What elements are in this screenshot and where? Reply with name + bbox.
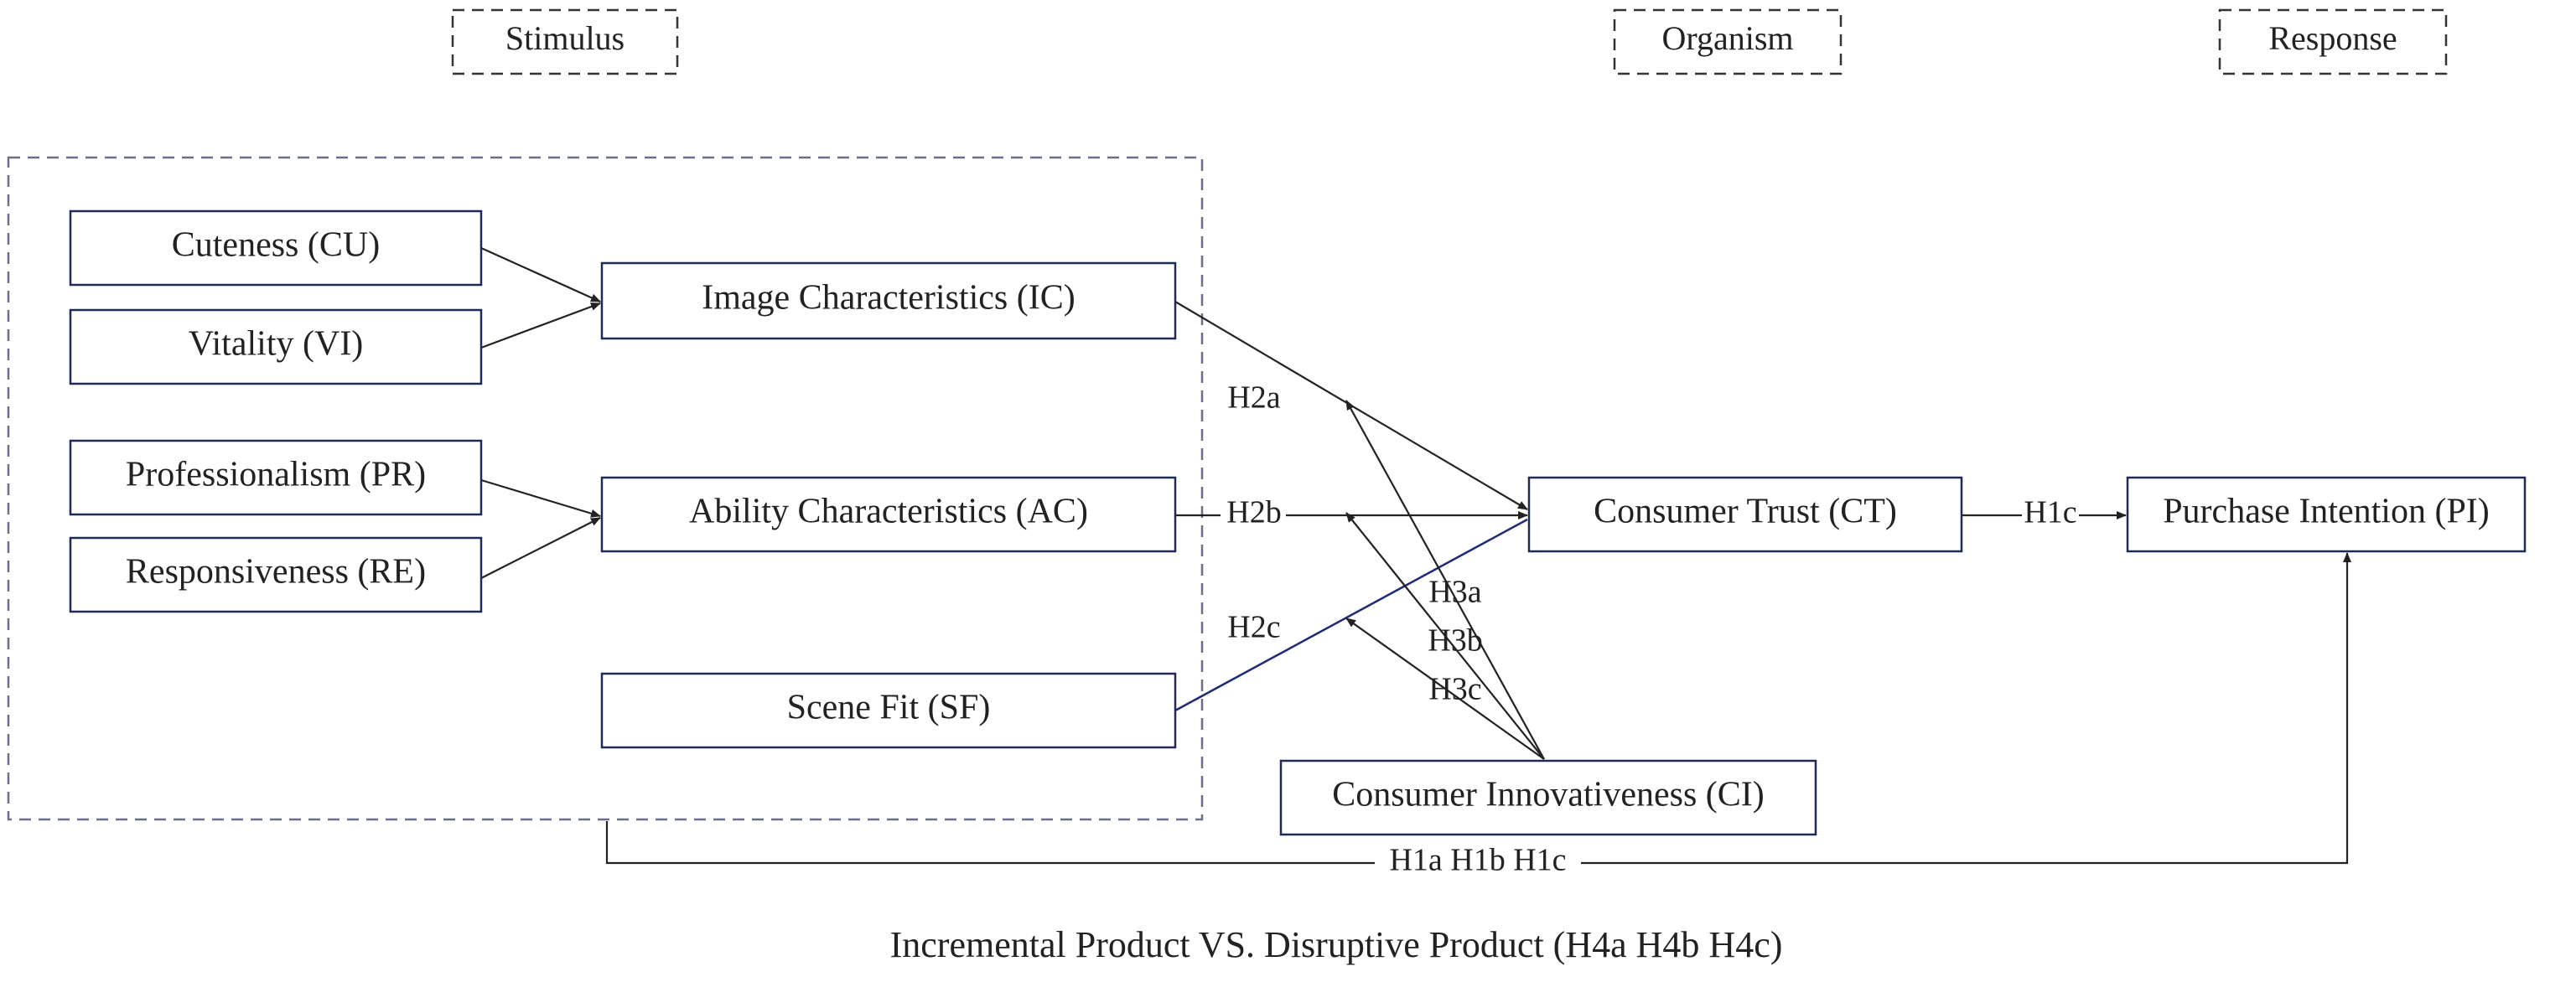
stimulus-frame	[7, 156, 1204, 821]
node-vitality: Vitality (VI)	[69, 308, 483, 385]
node-consumer-innovativeness: Consumer Innovativeness (CI)	[1279, 759, 1817, 836]
node-professionalism: Professionalism (PR)	[69, 439, 483, 516]
arrow-re-ac	[480, 517, 601, 579]
arrow-ci-h2c	[1345, 618, 1545, 760]
arrow-pr-ac	[480, 478, 601, 518]
hypothesis-h3b: H3b	[1428, 623, 1482, 659]
hypothesis-h2b: H2b	[1226, 495, 1281, 530]
hypothesis-h2a: H2a	[1227, 380, 1280, 416]
hypothesis-h2c: H2c	[1227, 610, 1280, 645]
stage-response: Response	[2218, 8, 2448, 75]
arrow-ci-h2a	[1345, 400, 1545, 760]
node-ci-label: Consumer Innovativeness (CI)	[1332, 776, 1765, 814]
arrow-vi-ic	[480, 302, 601, 349]
moderator-caption: Incremental Product VS. Disruptive Produ…	[890, 924, 1783, 965]
node-scene-fit: Scene Fit (SF)	[600, 672, 1177, 749]
hypothesis-h3a: H3a	[1428, 575, 1481, 610]
hypothesis-h1c: H1c	[2024, 495, 2076, 530]
node-professionalism-label: Professionalism (PR)	[126, 456, 426, 494]
stage-stimulus: Stimulus	[451, 8, 679, 75]
arrow-direct-pi	[1581, 552, 2351, 865]
node-vitality-label: Vitality (VI)	[189, 325, 364, 364]
line-sf-ct	[1174, 518, 1528, 712]
node-ct-label: Consumer Trust (CT)	[1594, 493, 1897, 531]
node-pi-label: Purchase Intention (PI)	[2163, 493, 2490, 531]
line-direct-left	[605, 821, 1375, 865]
stage-organism: Organism	[1613, 8, 1843, 75]
node-ic-label: Image Characteristics (IC)	[702, 279, 1075, 318]
node-image-characteristics: Image Characteristics (IC)	[600, 261, 1177, 340]
node-ability-characteristics: Ability Characteristics (AC)	[600, 476, 1177, 553]
node-responsiveness-label: Responsiveness (RE)	[126, 553, 426, 592]
node-ac-label: Ability Characteristics (AC)	[689, 493, 1088, 531]
node-purchase-intention: Purchase Intention (PI)	[2126, 476, 2527, 553]
node-sf-label: Scene Fit (SF)	[787, 689, 991, 727]
stage-organism-label: Organism	[1661, 19, 1793, 57]
hypothesis-h3c: H3c	[1428, 672, 1481, 707]
arrow-ci-h2b	[1345, 512, 1545, 760]
node-cuteness: Cuteness (CU)	[69, 209, 483, 287]
arrow-cu-ic	[480, 246, 601, 303]
hypothesis-h1-direct: H1a H1b H1c	[1389, 843, 1566, 878]
node-cuteness-label: Cuteness (CU)	[172, 226, 380, 265]
stage-response-label: Response	[2268, 19, 2397, 57]
node-responsiveness: Responsiveness (RE)	[69, 536, 483, 613]
stage-stimulus-label: Stimulus	[505, 19, 625, 57]
node-consumer-trust: Consumer Trust (CT)	[1527, 476, 1963, 553]
